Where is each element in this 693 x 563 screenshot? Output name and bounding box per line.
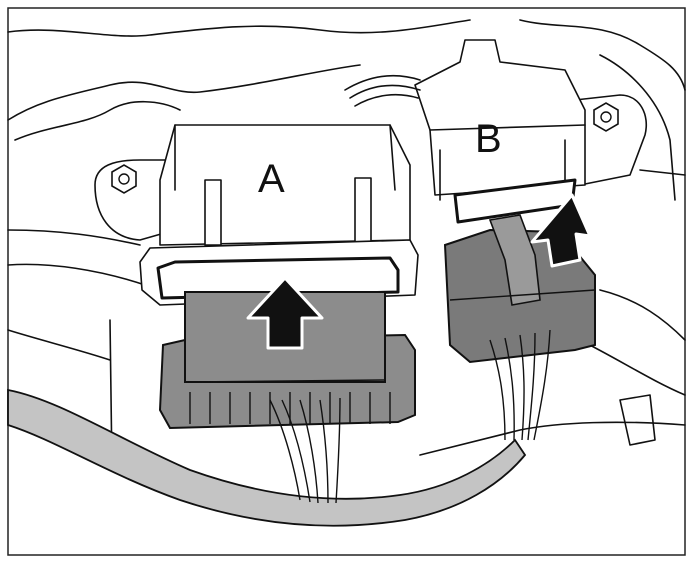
- panel-clip: [619, 394, 656, 446]
- wires-a: [269, 397, 341, 504]
- wire-top: [344, 74, 421, 91]
- connector-b-label: B: [475, 117, 502, 161]
- panel-contour: [639, 169, 686, 176]
- hex-nut-icon: [593, 102, 619, 132]
- panel-contour: [7, 64, 361, 121]
- wires-b: [489, 329, 551, 441]
- panel-contour: [7, 329, 111, 361]
- panel-contour: [599, 289, 686, 341]
- housing-a-body: [159, 124, 411, 246]
- panel-contour: [7, 19, 471, 37]
- bracket-ear-right: [574, 94, 647, 186]
- up-arrow-icon: [246, 276, 324, 350]
- up-arrow-icon: [530, 193, 592, 268]
- harness-sleeve: [7, 388, 527, 527]
- hex-nut-icon: [111, 164, 137, 194]
- panel-contour: [7, 229, 141, 246]
- housing-b-body: [414, 39, 586, 196]
- panel-contour: [419, 421, 686, 456]
- panel-contour: [7, 263, 146, 286]
- connector-a-label: A: [258, 157, 285, 201]
- wire-top: [349, 84, 421, 99]
- wire-top: [354, 93, 419, 107]
- connector-a-plug: [158, 291, 416, 430]
- housing-a-opening: [156, 256, 400, 300]
- housing-b-edge: [429, 124, 586, 131]
- housing-a-rail: [354, 177, 372, 244]
- panel-contour: [599, 54, 676, 201]
- housing-a-rail: [204, 179, 222, 246]
- panel-contour: [14, 100, 181, 141]
- panel-contour: [519, 19, 686, 91]
- housing-a-edge: [174, 124, 396, 191]
